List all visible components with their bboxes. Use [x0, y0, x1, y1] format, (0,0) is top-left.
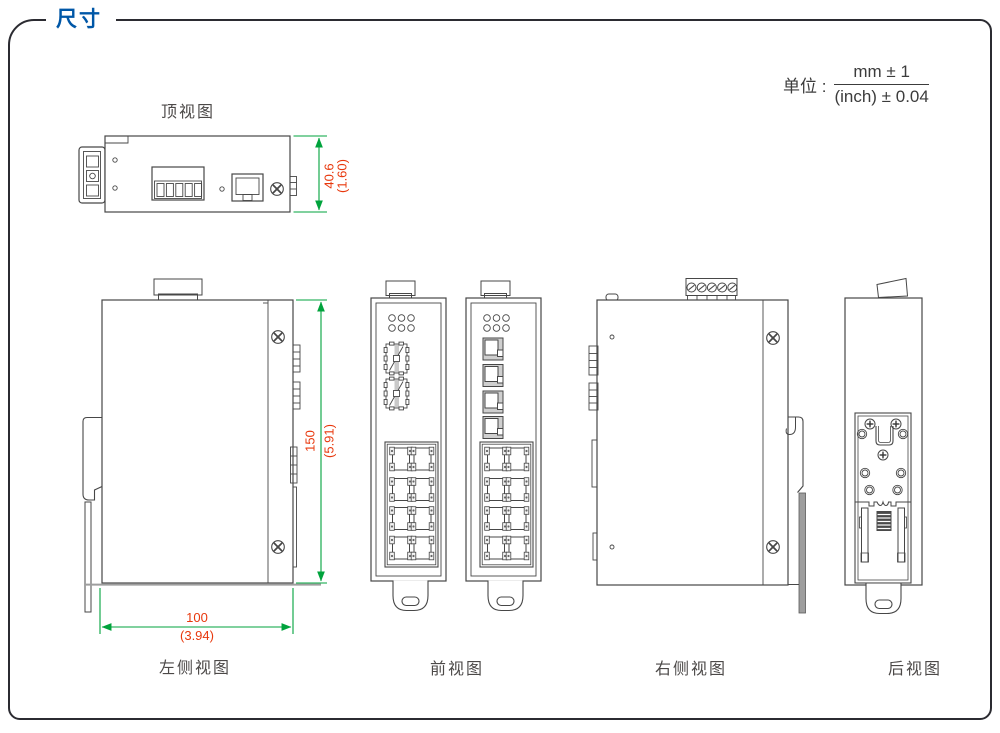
right-view-label: 右侧视图 — [654, 661, 728, 678]
unit-mm-tolerance: mm ± 1 — [834, 62, 929, 86]
uplink-port-2 — [482, 363, 504, 388]
top-view-label: 顶视图 — [160, 104, 216, 121]
unit-note: 单位 : mm ± 1 (inch) ± 0.04 — [783, 62, 929, 108]
top-view-height-mm: 40.6 — [322, 163, 337, 188]
din-rail-spring — [876, 511, 892, 531]
unit-label: 单位 : — [783, 77, 827, 97]
left-view-width-mm: 100 — [186, 610, 208, 625]
left-view-width-inch: (3.94) — [180, 628, 214, 643]
left-view-label: 左侧视图 — [158, 660, 232, 677]
front1-mounting-tab — [392, 579, 429, 612]
page-border-frame — [8, 19, 992, 720]
top-view-drawing — [78, 135, 297, 213]
front2-rj45-block — [480, 442, 533, 567]
page-title: 尺寸 — [56, 8, 102, 31]
unit-inch-tolerance: (inch) ± 0.04 — [834, 87, 929, 107]
top-view-height-inch: (1.60) — [335, 159, 350, 193]
left-side-view-dimension-lines — [99, 299, 327, 634]
right-side-view-drawing — [588, 278, 806, 614]
uplink-port-4 — [482, 415, 504, 440]
front-view-label: 前视图 — [429, 661, 485, 678]
front2-mounting-tab — [487, 579, 524, 612]
left-view-height-mm: 150 — [303, 430, 318, 452]
unit-fraction: mm ± 1 (inch) ± 0.04 — [834, 62, 929, 108]
front2-led-indicators — [483, 314, 510, 332]
rear-view-drawing — [844, 277, 923, 615]
uplink-port-1 — [482, 337, 504, 361]
left-view-height-inch: (5.91) — [322, 424, 337, 458]
title-background-mask — [46, 12, 116, 28]
sfp-port-2 — [383, 376, 410, 411]
uplink-port-3 — [482, 390, 504, 414]
front-view-sfp-drawing — [370, 280, 447, 612]
top-view-dimension-lines — [293, 135, 327, 213]
front1-rj45-block — [385, 442, 438, 567]
front1-led-indicators — [388, 314, 415, 332]
left-side-view-drawing — [82, 278, 321, 613]
rear-mounting-tab — [865, 582, 902, 615]
sfp-port-1 — [383, 341, 410, 376]
rear-view-label: 后视图 — [887, 661, 943, 678]
front-view-rj45-drawing — [465, 280, 542, 612]
